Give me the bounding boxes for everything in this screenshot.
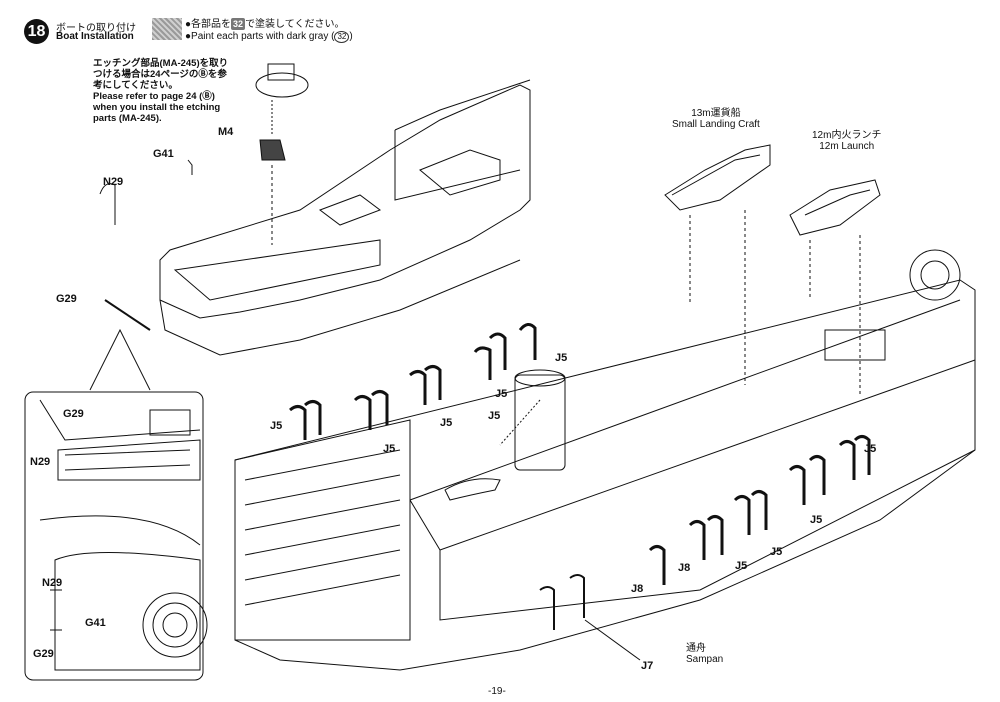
12m-launch-en: 12m Launch [819, 141, 875, 152]
part-label-j5-7: J5 [864, 443, 877, 455]
part-label-j5-10: J5 [735, 560, 748, 572]
inset-label-g29-b: G29 [33, 648, 54, 660]
step-title-en: Boat Installation [56, 31, 134, 42]
inset-label-n29: N29 [30, 456, 51, 468]
etching-note-en: Please refer to page 24 (Ⓑ) when you ins… [93, 91, 221, 124]
part-label-j8-1: J8 [678, 562, 691, 574]
page-number: -19- [488, 686, 506, 697]
paint-line1-suffix: で塗装してください。 [245, 19, 345, 30]
part-label-j5-4: J5 [440, 417, 453, 429]
step-number-badge: 18 [24, 19, 49, 44]
12m-launch-label: 12m内火ランチ 12m Launch [812, 130, 881, 152]
paint-color-number-en: 32 [334, 31, 350, 43]
small-landing-craft-en: Small Landing Craft [672, 119, 760, 130]
part-label-j5-9: J5 [770, 546, 783, 558]
part-label-j5-1: J5 [555, 352, 568, 364]
part-label-j8-2: J8 [631, 583, 644, 595]
small-landing-craft-jp: 13m運貨船 [691, 108, 741, 119]
small-landing-craft-label: 13m運貨船 Small Landing Craft [672, 108, 760, 130]
inset-label-g41: G41 [85, 617, 106, 629]
bow-section-drawing [99, 63, 531, 356]
j7-davits [539, 574, 585, 630]
part-label-j5-6: J5 [383, 443, 396, 455]
paint-color-number: 32 [231, 18, 246, 30]
part-label-j7: J7 [641, 660, 654, 672]
inset-pointer [89, 328, 151, 391]
12m-launch-drawing [789, 179, 881, 395]
paint-line2-prefix: ●Paint each parts with dark gray ( [185, 31, 335, 42]
etching-note: エッチング部品(MA-245)を取りつける場合は24ページのⒷを参考にしてくださ… [93, 58, 233, 124]
paint-swatch-icon [152, 18, 182, 40]
main-hull-drawing [234, 249, 976, 671]
part-label-j5-5: J5 [270, 420, 283, 432]
part-label-n29: N29 [103, 176, 124, 188]
part-label-g41: G41 [153, 148, 174, 160]
inset-detail-drawing [39, 399, 208, 671]
j5-davits [289, 323, 871, 585]
part-label-j5-3: J5 [488, 410, 501, 422]
j7-leader [584, 619, 641, 661]
detail-inset-frame [24, 391, 204, 681]
part-label-j5-8: J5 [810, 514, 823, 526]
sampan-jp: 通舟 [686, 643, 706, 654]
part-label-j5-2: J5 [495, 388, 508, 400]
12m-launch-jp: 12m内火ランチ [812, 130, 882, 141]
part-label-g29: G29 [56, 293, 77, 305]
sampan-label: 通舟 Sampan [686, 643, 723, 665]
inset-label-n29-b: N29 [42, 577, 63, 589]
leader-line [499, 399, 541, 446]
part-label-m4: M4 [218, 126, 234, 138]
paint-line1-prefix: ●各部品を [185, 19, 232, 30]
step-title-jp: ボートの取り付け [56, 23, 136, 34]
sampan-en: Sampan [686, 654, 724, 665]
small-landing-craft-drawing [664, 144, 771, 385]
paint-line2-suffix: ) [349, 31, 353, 42]
inset-label-g29: G29 [63, 408, 84, 420]
etching-note-jp: エッチング部品(MA-245)を取りつける場合は24ページのⒷを参考にしてくださ… [93, 58, 229, 91]
